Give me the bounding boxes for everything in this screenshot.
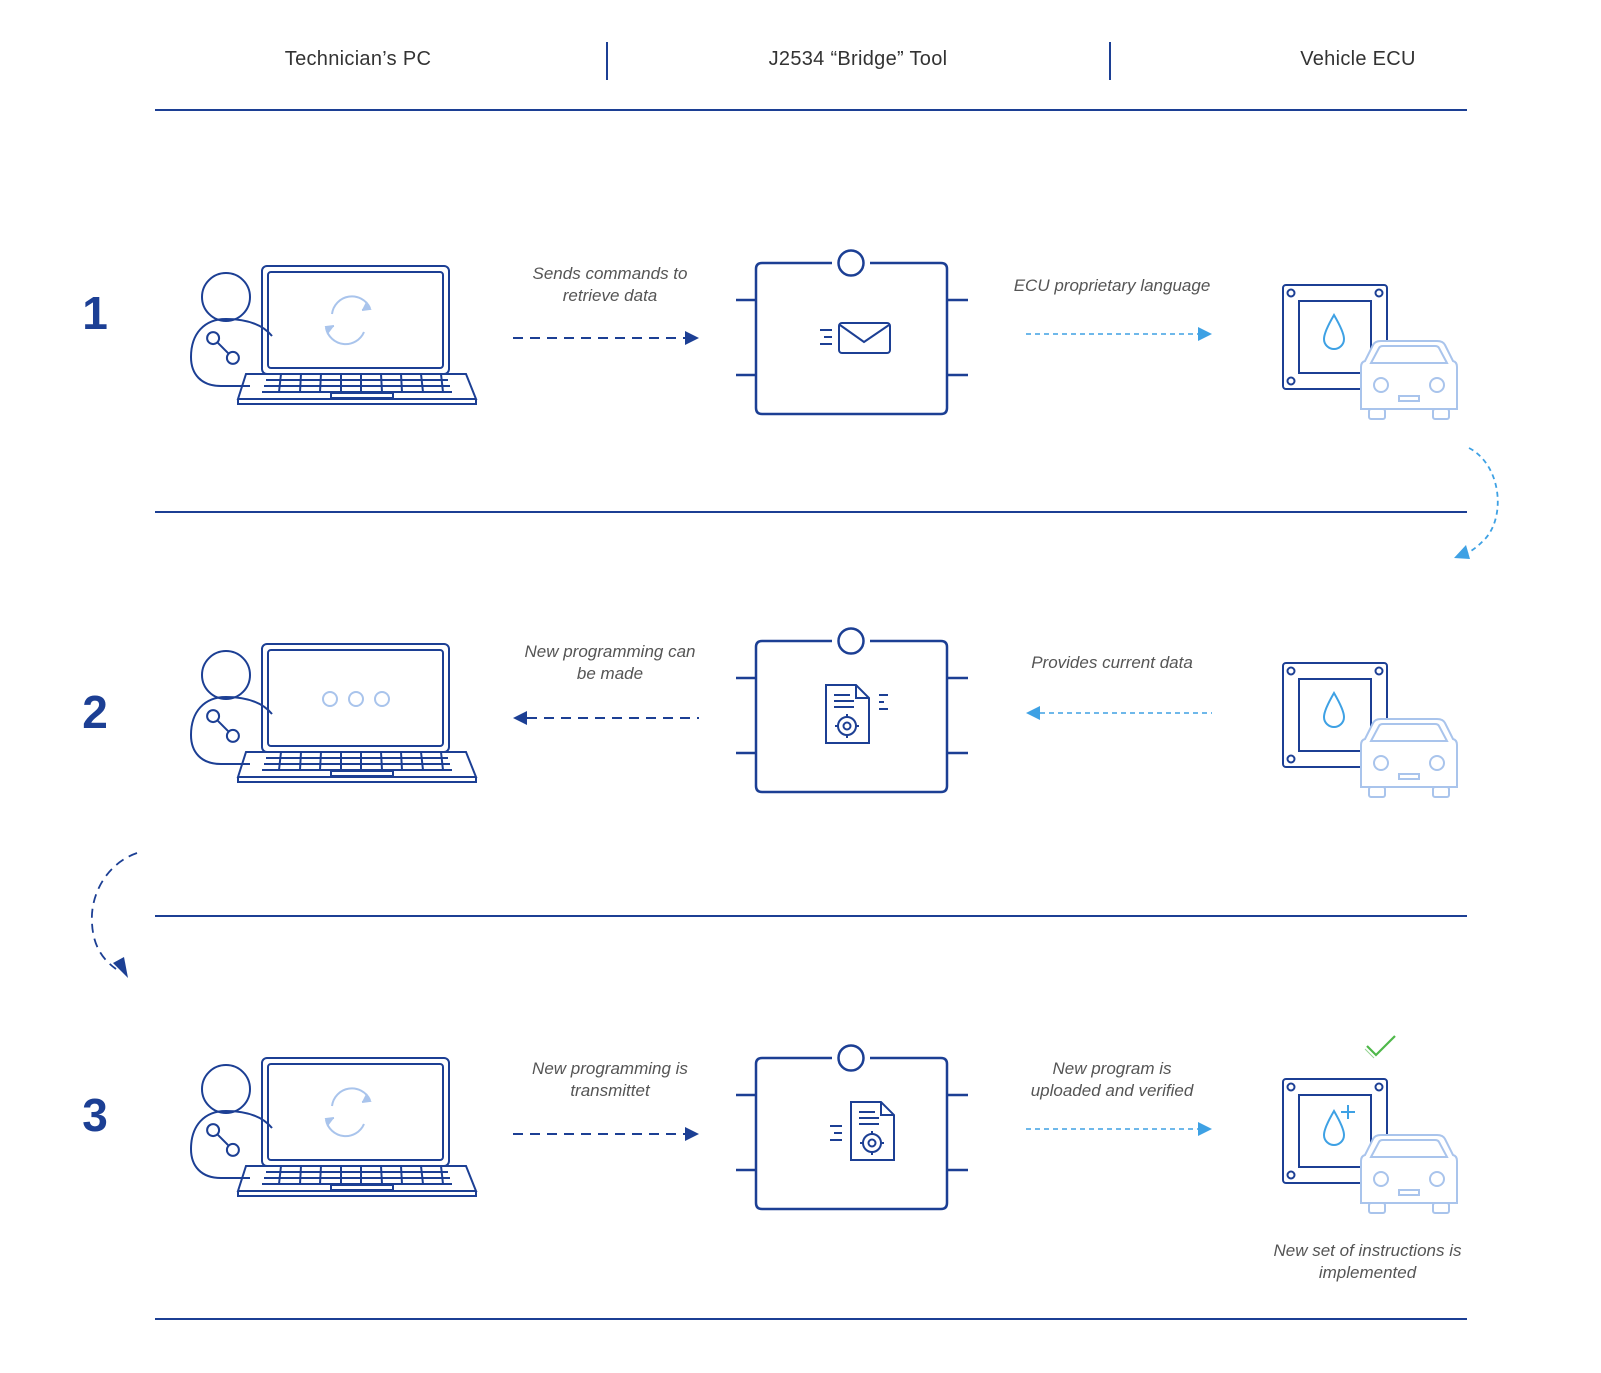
column-header-vehicle-ecu: Vehicle ECU (1300, 48, 1416, 70)
step-3-number: 3 (82, 1089, 108, 1141)
step-1-right-caption: ECU proprietary language (1013, 276, 1211, 295)
step-2-right-caption: Provides current data (1031, 653, 1193, 672)
step-1-left-caption: Sends commands to retrieve data (532, 264, 688, 305)
car-icon (1360, 1134, 1458, 1214)
envelope-icon (820, 322, 891, 354)
curved-arrow-icon (91, 852, 138, 978)
arrow-right-icon (513, 331, 699, 345)
bridge-tool-icon (736, 627, 968, 794)
arrow-right-icon (1026, 1122, 1212, 1136)
column-header-bridge-tool: J2534 “Bridge” Tool (768, 48, 948, 70)
arrow-left-icon (513, 711, 699, 725)
column-header-technician-pc: Technician’s PC (284, 48, 432, 70)
divider-line (155, 109, 1467, 111)
bridge-tool-icon (736, 249, 968, 416)
droplet-icon (1322, 313, 1346, 351)
droplet-icon (1322, 1109, 1346, 1147)
technician-laptop-icon (189, 1057, 478, 1197)
curved-arrow-icon (1454, 447, 1499, 559)
arrow-left-icon (1026, 706, 1212, 720)
ecu-result-caption: New set of instructions is implemented (1273, 1241, 1462, 1282)
car-icon (1360, 340, 1458, 420)
vehicle-ecu-icon (1282, 662, 1458, 798)
settings-document-icon (825, 684, 888, 744)
technician-laptop-icon (189, 643, 478, 783)
step-2-left-caption: New programming can be made (524, 642, 696, 683)
bridge-tool-icon (736, 1044, 968, 1211)
step-2-number: 2 (82, 686, 108, 738)
header-separator (606, 42, 608, 80)
technician-laptop-icon (189, 265, 478, 405)
header-separator (1109, 42, 1111, 80)
vehicle-ecu-updated-icon (1282, 1078, 1458, 1214)
arrow-right-icon (513, 1127, 699, 1141)
check-icon (1364, 1035, 1396, 1059)
arrow-right-icon (1026, 327, 1212, 341)
plus-icon (1341, 1105, 1355, 1119)
step-3-left-caption: New programming is transmittet (532, 1059, 688, 1100)
refresh-icon (324, 295, 372, 346)
car-icon (1360, 718, 1458, 798)
droplet-icon (1322, 691, 1346, 729)
divider-line (155, 915, 1467, 917)
vehicle-ecu-icon (1282, 284, 1458, 420)
step-1-number: 1 (82, 287, 108, 339)
settings-document-icon (830, 1101, 895, 1161)
ellipsis-icon (322, 691, 390, 707)
divider-line (155, 1318, 1467, 1320)
divider-line (155, 511, 1467, 513)
refresh-icon (324, 1087, 372, 1138)
step-3-right-caption: New program is uploaded and verified (1030, 1059, 1194, 1100)
